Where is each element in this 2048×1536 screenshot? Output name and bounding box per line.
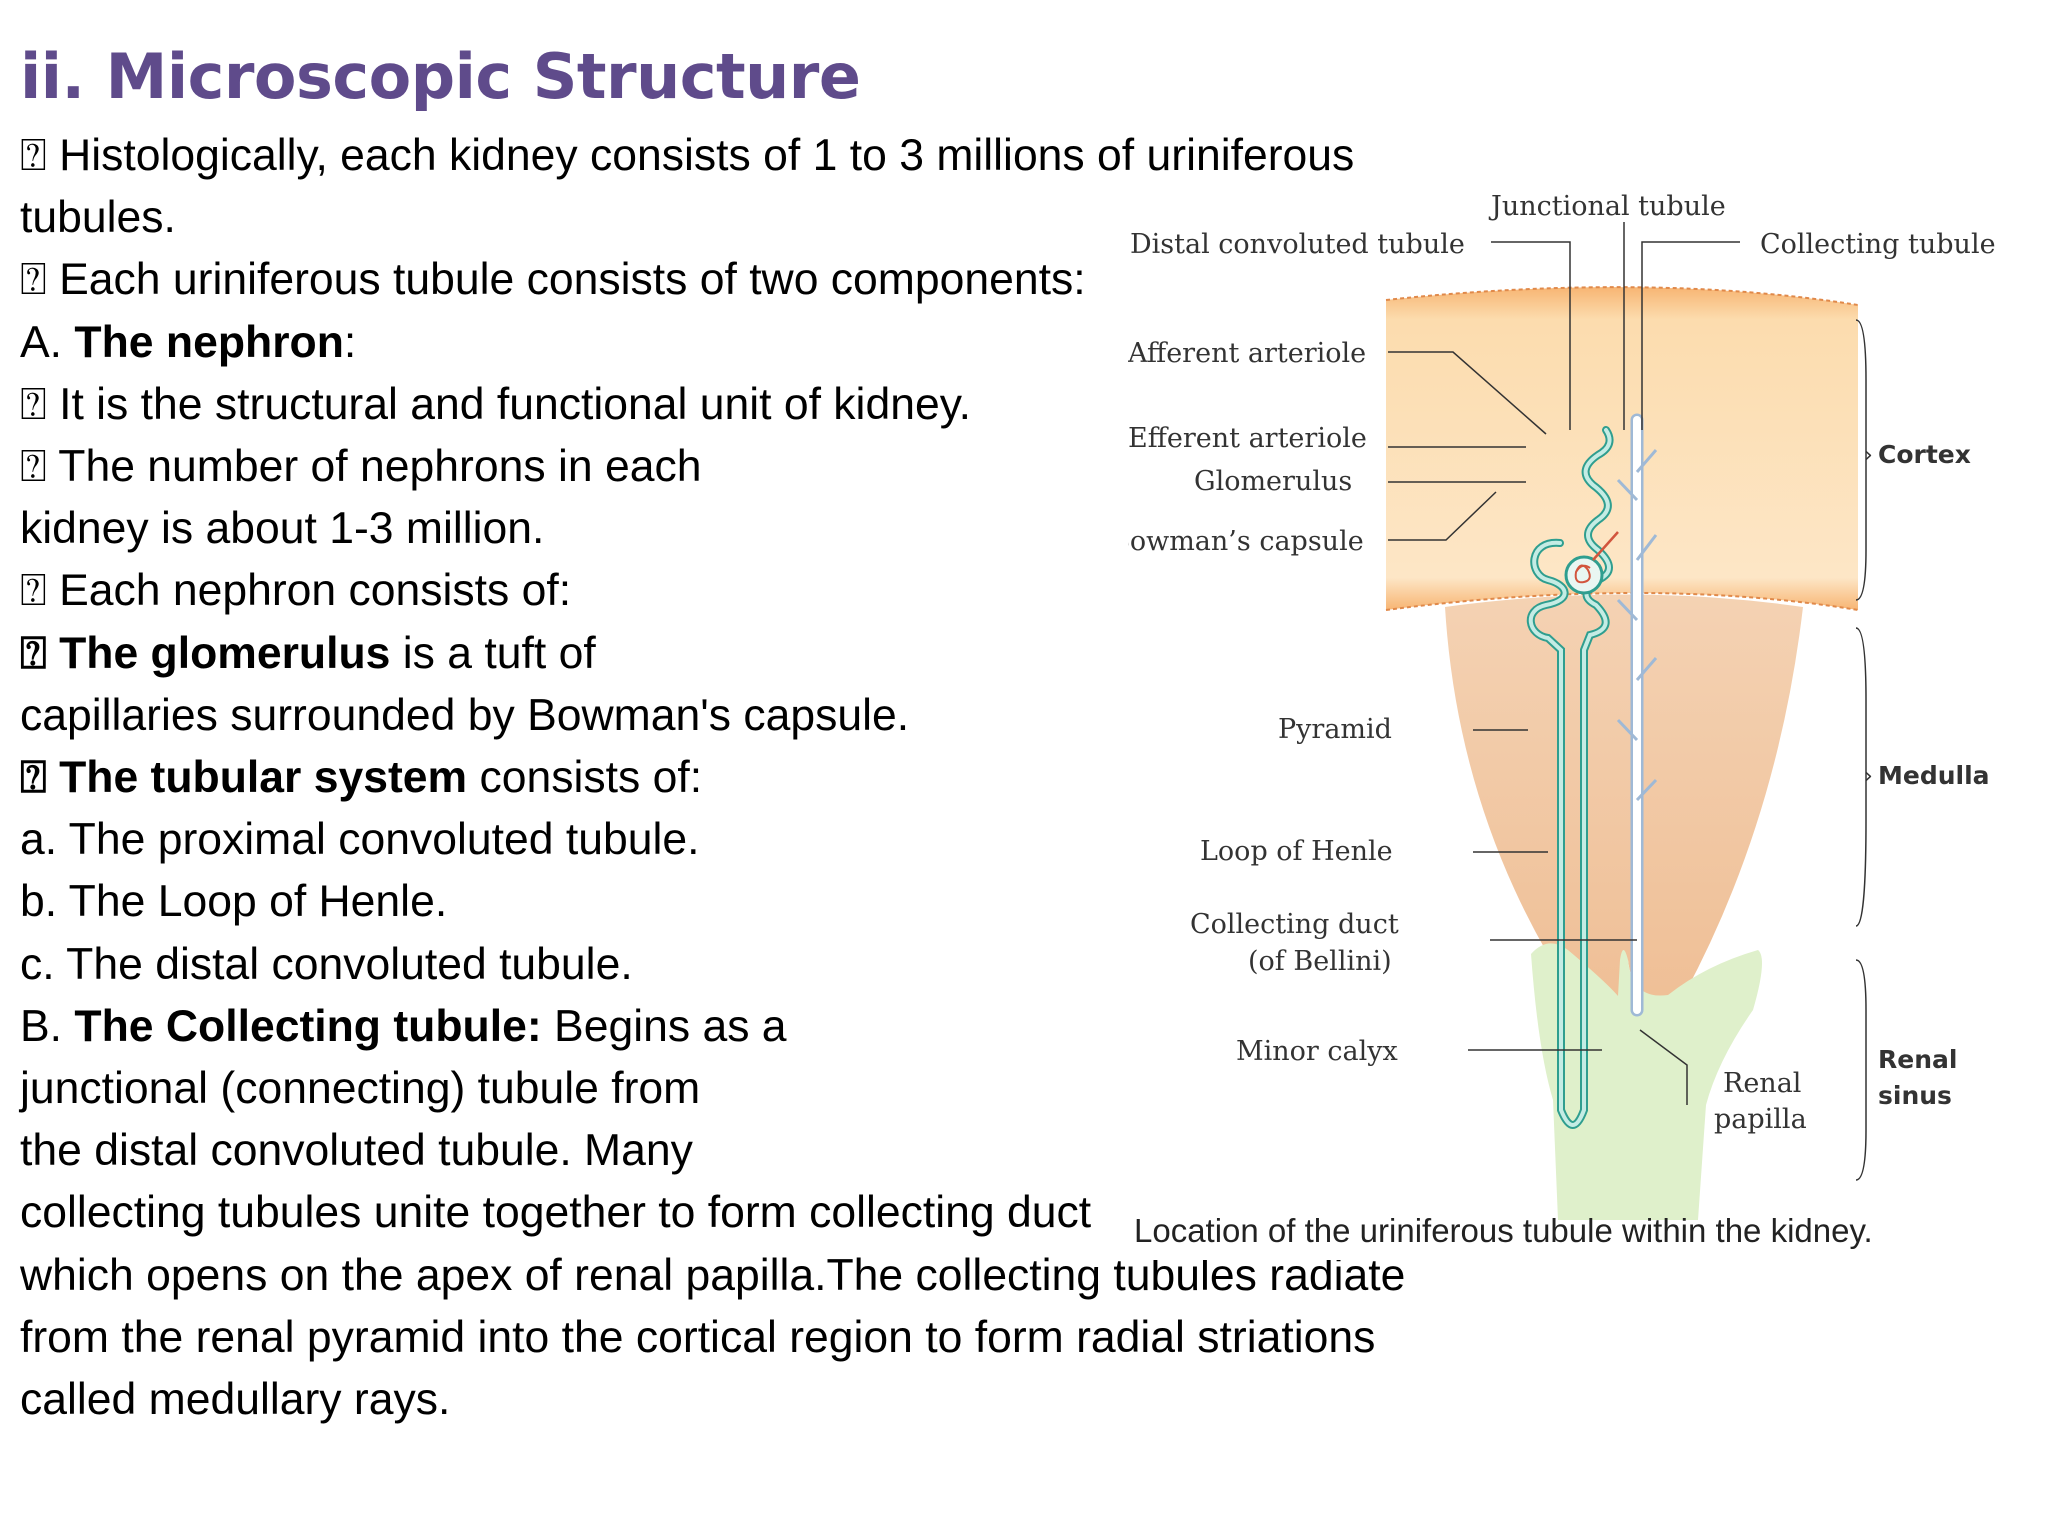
cortex-dash-top xyxy=(1385,286,1859,306)
body-text-run: is a tuft of xyxy=(390,628,596,678)
bullet-glyph: ⍰ xyxy=(20,753,47,803)
arrow-medulla: › xyxy=(1864,764,1873,789)
body-line: B. The Collecting tubule: Begins as a xyxy=(20,996,1520,1058)
body-line: ⍰ Histologically, each kidney consists o… xyxy=(20,125,1520,187)
body-line: ⍰ Each uriniferous tubule consists of tw… xyxy=(20,249,1520,311)
body-line: A. The nephron: xyxy=(20,312,1520,374)
body-line: junctional (connecting) tubule from xyxy=(20,1058,1520,1120)
body-line: b. The Loop of Henle. xyxy=(20,871,1520,933)
label-collecting-tubule: Collecting tubule xyxy=(1760,229,1996,260)
body-text-run: tubules. xyxy=(20,193,176,243)
label-renal-sinus-1: Renal xyxy=(1878,1045,1957,1074)
label-bowmans-capsule: Bowman’s capsule xyxy=(1128,526,1364,557)
label-loop-of-henle: Loop of Henle xyxy=(1200,836,1393,867)
body-text-run: b. The Loop of Henle. xyxy=(20,877,448,927)
slide-title: ii. Microscopic Structure xyxy=(20,40,861,113)
body-text-run: c. The distal convoluted tubule. xyxy=(20,939,633,989)
bold-term: The Collecting tubule: xyxy=(74,1001,542,1051)
body-line: ⍰ Each nephron consists of: xyxy=(20,560,1520,622)
body-line: the distal convoluted tubule. Many xyxy=(20,1120,1520,1182)
label-glomerulus: Glomerulus xyxy=(1194,466,1352,497)
afferent-arteriole-shape xyxy=(1592,531,1619,561)
cortex-region xyxy=(1386,287,1858,610)
section-letter: B. xyxy=(20,1001,75,1051)
bullet-glyph: ⍰ xyxy=(20,131,47,180)
label-afferent-arteriole: Afferent arteriole xyxy=(1128,338,1366,369)
bold-term: The glomerulus xyxy=(59,628,391,678)
body-line: tubules. xyxy=(20,187,1520,249)
label-efferent-arteriole: Efferent arteriole xyxy=(1128,423,1367,454)
body-line: ⍰ The tubular system consists of: xyxy=(20,747,1520,809)
body-text-run: collecting tubules unite together to for… xyxy=(20,1188,1092,1238)
body-line: c. The distal convoluted tubule. xyxy=(20,934,1520,996)
body-text-run: called medullary rays. xyxy=(20,1375,451,1425)
bullet-glyph: ⍰ xyxy=(20,628,47,678)
label-distal-convoluted-tubule: Distal convoluted tubule xyxy=(1130,229,1465,260)
collecting-tubule-branches xyxy=(1616,449,1658,802)
body-text-run: The number of nephrons in each xyxy=(58,442,702,492)
bowmans-capsule-shape xyxy=(1564,555,1604,595)
body-text-run: capillaries surrounded by Bowman's capsu… xyxy=(20,690,910,740)
body-line: from the renal pyramid into the cortical… xyxy=(20,1307,1520,1369)
bullet-glyph: ⍰ xyxy=(20,255,47,305)
label-renal-papilla-2: papilla xyxy=(1714,1104,1807,1135)
section-letter: A. xyxy=(20,317,75,367)
label-minor-calyx: Minor calyx xyxy=(1236,1036,1398,1067)
kidney-diagram: Junctional tubule Distal convoluted tubu… xyxy=(1128,191,1996,1249)
body-text-run: junctional (connecting) tubule from xyxy=(20,1064,701,1114)
medulla-pyramid xyxy=(1445,594,1803,1005)
body-text-run: kidney is about 1-3 million. xyxy=(20,504,545,554)
body-line: ⍰ The number of nephrons in each xyxy=(20,436,1520,498)
body-text: ⍰ Histologically, each kidney consists o… xyxy=(20,125,1520,1431)
label-collecting-duct-1: Collecting duct xyxy=(1190,909,1399,940)
body-text-run: Each nephron consists of: xyxy=(59,566,572,616)
glomerulus-shape xyxy=(1574,564,1591,584)
body-line: kidney is about 1-3 million. xyxy=(20,498,1520,560)
body-text-run: the distal convoluted tubule. Many xyxy=(20,1126,693,1176)
label-medulla: Medulla xyxy=(1878,761,1990,790)
body-text-run: Histologically, each kidney consists of … xyxy=(59,131,1355,180)
bullet-glyph: ⍰ xyxy=(20,442,47,492)
body-text-run: : xyxy=(343,317,357,367)
body-text-run: It is the structural and functional unit… xyxy=(59,379,972,429)
body-text-run: from the renal pyramid into the cortical… xyxy=(20,1312,1376,1362)
body-line: capillaries surrounded by Bowman's capsu… xyxy=(20,685,1520,747)
figure-caption: Location of the uriniferous tubule withi… xyxy=(1134,1212,1873,1249)
body-line: a. The proximal convoluted tubule. xyxy=(20,809,1520,871)
body-text-run: Begins as a xyxy=(541,1001,787,1051)
label-collecting-duct-2: (of Bellini) xyxy=(1248,946,1392,977)
label-renal-sinus-2: sinus xyxy=(1878,1081,1952,1110)
leader-lines xyxy=(1388,222,1867,1181)
body-line: ⍰ It is the structural and functional un… xyxy=(20,374,1520,436)
label-pyramid: Pyramid xyxy=(1278,714,1392,745)
bold-term: The tubular system xyxy=(59,753,468,803)
label-cortex: Cortex xyxy=(1878,440,1971,469)
body-text-run: Each uriniferous tubule consists of two … xyxy=(59,255,1086,305)
bullet-glyph: ⍰ xyxy=(20,379,47,429)
label-renal-papilla-1: Renal xyxy=(1723,1068,1801,1099)
label-junctional-tubule: Junctional tubule xyxy=(1488,191,1726,222)
minor-calyx xyxy=(1531,943,1762,1220)
body-text-run: a. The proximal convoluted tubule. xyxy=(20,815,700,865)
cortex-dash-bottom xyxy=(1385,592,1859,611)
body-line: called medullary rays. xyxy=(20,1369,1520,1431)
body-line: collecting tubules unite together to for… xyxy=(20,1182,1520,1244)
bullet-glyph: ⍰ xyxy=(20,566,47,616)
kidney-tubule-figure: Junctional tubule Distal convoluted tubu… xyxy=(1128,180,2008,1260)
body-line: ⍰ The glomerulus is a tuft of xyxy=(20,623,1520,685)
arrow-cortex: › xyxy=(1864,443,1873,468)
body-text-run: consists of: xyxy=(467,753,703,803)
bold-term: The nephron xyxy=(74,317,344,367)
